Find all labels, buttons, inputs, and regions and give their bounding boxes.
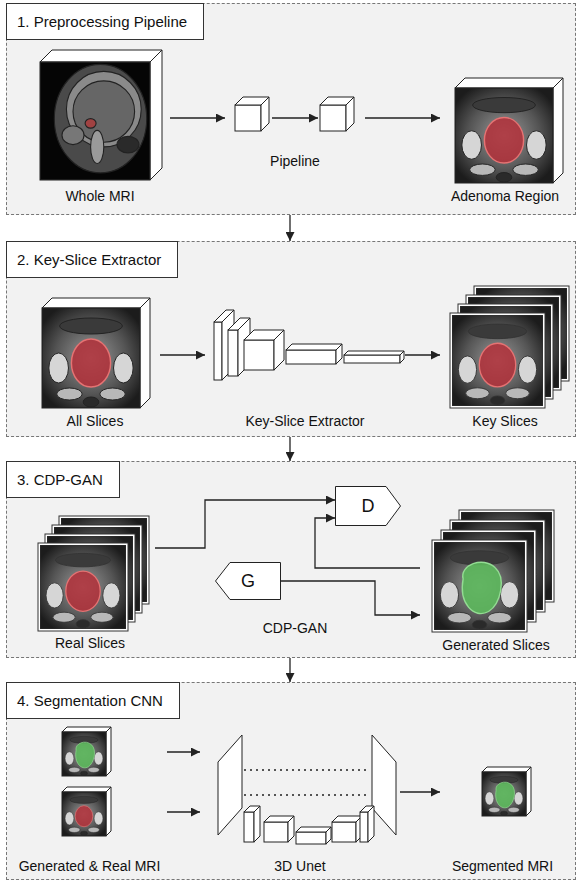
figure-caption: Whole MRI [65,188,134,205]
figure-item: Adenoma Region [440,70,570,205]
connector-arrow [289,658,290,682]
mri-volume [40,50,162,180]
connector-arrow [170,117,225,118]
stage-heading: 4. Segmentation CNN [6,682,180,719]
figure-caption: Pipeline [270,153,320,170]
shape-letter: D [362,496,375,517]
stage-panel: 2. Key-Slice ExtractorAll Slices Key-Slic… [6,241,576,437]
stage-panel: 1. Preprocessing PipelineWhole MRI Pipeli… [6,3,576,215]
connector-arrow [281,581,420,615]
figure-caption: Generated & Real MRI [19,858,161,875]
figure-caption: Generated Slices [442,637,549,654]
cnn-layers [214,310,404,380]
slice-stack [450,286,569,408]
mri-volume [455,78,563,183]
stage-heading: 2. Key-Slice Extractor [6,241,178,278]
stage-panel: 4. Segmentation CNN Generated & Real MRI 3… [6,682,576,880]
figure-item: All Slices [30,285,160,430]
figure-item: Generated & Real MRI [12,722,167,875]
figure-item: Key Slices [440,265,570,430]
mri-volume [42,298,150,408]
stage-label: CDP-GAN [263,620,328,637]
connector-arrow [160,354,205,355]
connector-arrow [167,751,200,752]
connector-arrow [400,791,440,792]
mri-volume [482,767,531,816]
slice-stack [38,516,149,631]
connector-arrow [155,500,335,548]
figure-item: Pipeline [225,95,365,170]
stage-heading: 3. CDP-GAN [6,461,120,498]
stage-heading: 1. Preprocessing Pipeline [6,3,204,40]
figure-caption: Key Slices [472,413,537,430]
figure-caption: Adenoma Region [451,188,559,205]
figure-caption: 3D Unet [274,858,325,875]
mri-volume [62,727,111,836]
shape-letter: G [241,571,255,592]
figure-item: Key-Slice Extractor [205,290,405,430]
panel-ground [6,3,576,880]
figure-caption: Real Slices [55,635,125,652]
figure-item: Generated Slices [420,476,572,654]
pipeline-cube [235,97,354,131]
figure-item: Real Slices [25,500,155,652]
connector-arrow [365,117,440,118]
slice-stack [432,510,554,632]
figure-item: Whole MRI [30,45,170,205]
connector-arrow [289,437,290,461]
connector-arrow [167,811,200,812]
unet-shape [218,735,396,844]
figure-caption: Segmented MRI [452,858,553,875]
figure-caption: All Slices [67,413,124,430]
figure-item: 3D Unet [200,722,400,875]
generator-shape: G [215,562,281,600]
figure-item: Segmented MRI [440,765,565,875]
connector-arrow [289,215,290,241]
figure-caption: Key-Slice Extractor [245,413,364,430]
discriminator-shape: D [335,486,401,526]
connector-arrow [405,354,440,355]
